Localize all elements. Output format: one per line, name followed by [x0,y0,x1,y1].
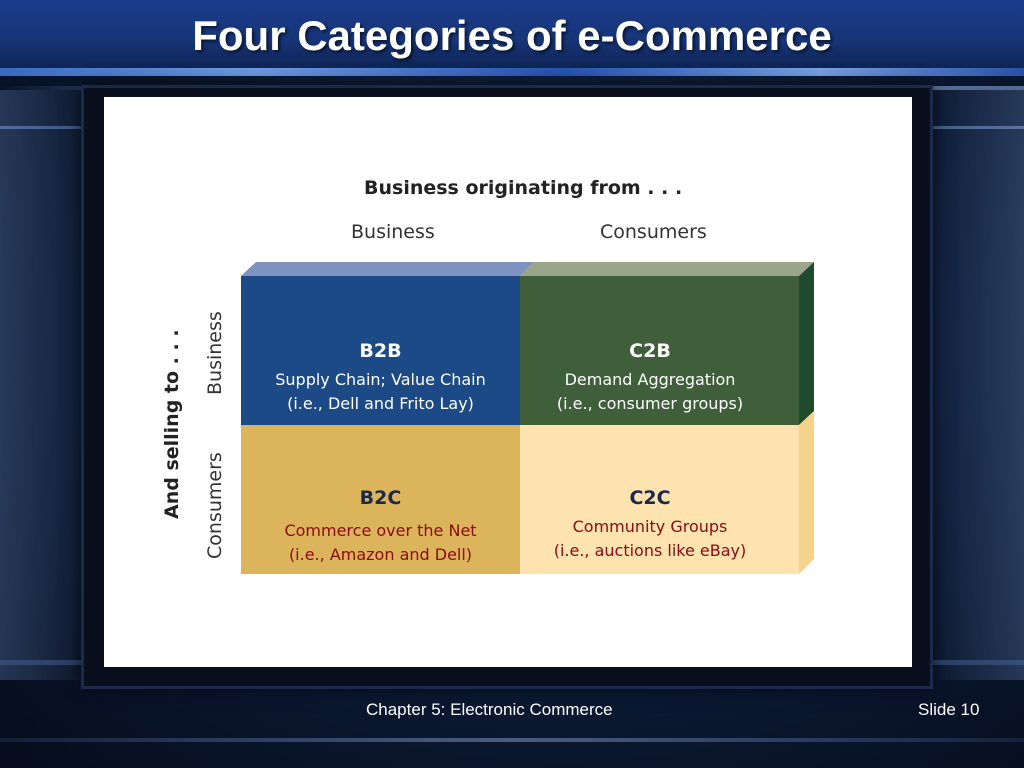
matrix-graphic [241,262,814,574]
cell-c2c: C2C Community Groups (i.e., auctions lik… [520,425,780,574]
cell-desc-line2: (i.e., consumer groups) [556,394,744,413]
cell-desc-line1: Community Groups [572,517,728,536]
cell-b2c: B2C Commerce over the Net (i.e., Amazon … [241,425,520,574]
cell-desc-line2: (i.e., auctions like eBay) [553,541,747,560]
b2b-top-face [241,262,534,276]
row-axis-label: And selling to . . . [161,329,183,519]
c2b-top-face [520,262,814,276]
diagram-panel: Business originating from . . . Business… [104,97,912,667]
slide-title: Four Categories of e-Commerce [192,12,832,59]
column-label-consumers: Consumers [600,221,707,243]
c2b-side-face [799,262,814,425]
b2b-cell-bg [241,276,520,425]
column-label-business: Business [351,221,435,243]
cell-desc-line1: Commerce over the Net [284,521,477,540]
cell-c2b: C2B Demand Aggregation (i.e., consumer g… [520,276,780,425]
c2c-side-face [799,411,814,574]
footer-slide-number: Slide 10 [918,700,980,719]
decorative-line [0,68,1024,76]
row-label-business: Business [204,311,226,395]
cell-code: C2B [629,340,671,362]
cell-code: B2B [359,340,402,362]
heading-text: Business originating from . . . [364,177,683,199]
cell-code: C2C [629,487,671,509]
cell-desc-line2: (i.e., Dell and Frito Lay) [287,394,474,413]
footer-chapter: Chapter 5: Electronic Commerce [366,700,613,719]
cell-code: B2C [359,487,402,509]
decorative-glow [924,90,1024,680]
c2c-cell-bg [520,425,799,574]
c2b-cell-bg [520,276,799,425]
decorative-glow [0,90,100,680]
cell-b2b: B2B Supply Chain; Value Chain (i.e., Del… [241,276,520,425]
cell-desc-line1: Supply Chain; Value Chain [275,370,486,389]
cell-desc-line2: (i.e., Amazon and Dell) [288,545,473,564]
cell-desc-line1: Demand Aggregation [564,370,736,389]
b2c-cell-bg [241,425,520,574]
row-label-consumers: Consumers [204,452,226,559]
decorative-line [0,738,1024,742]
title-band [0,0,1024,70]
